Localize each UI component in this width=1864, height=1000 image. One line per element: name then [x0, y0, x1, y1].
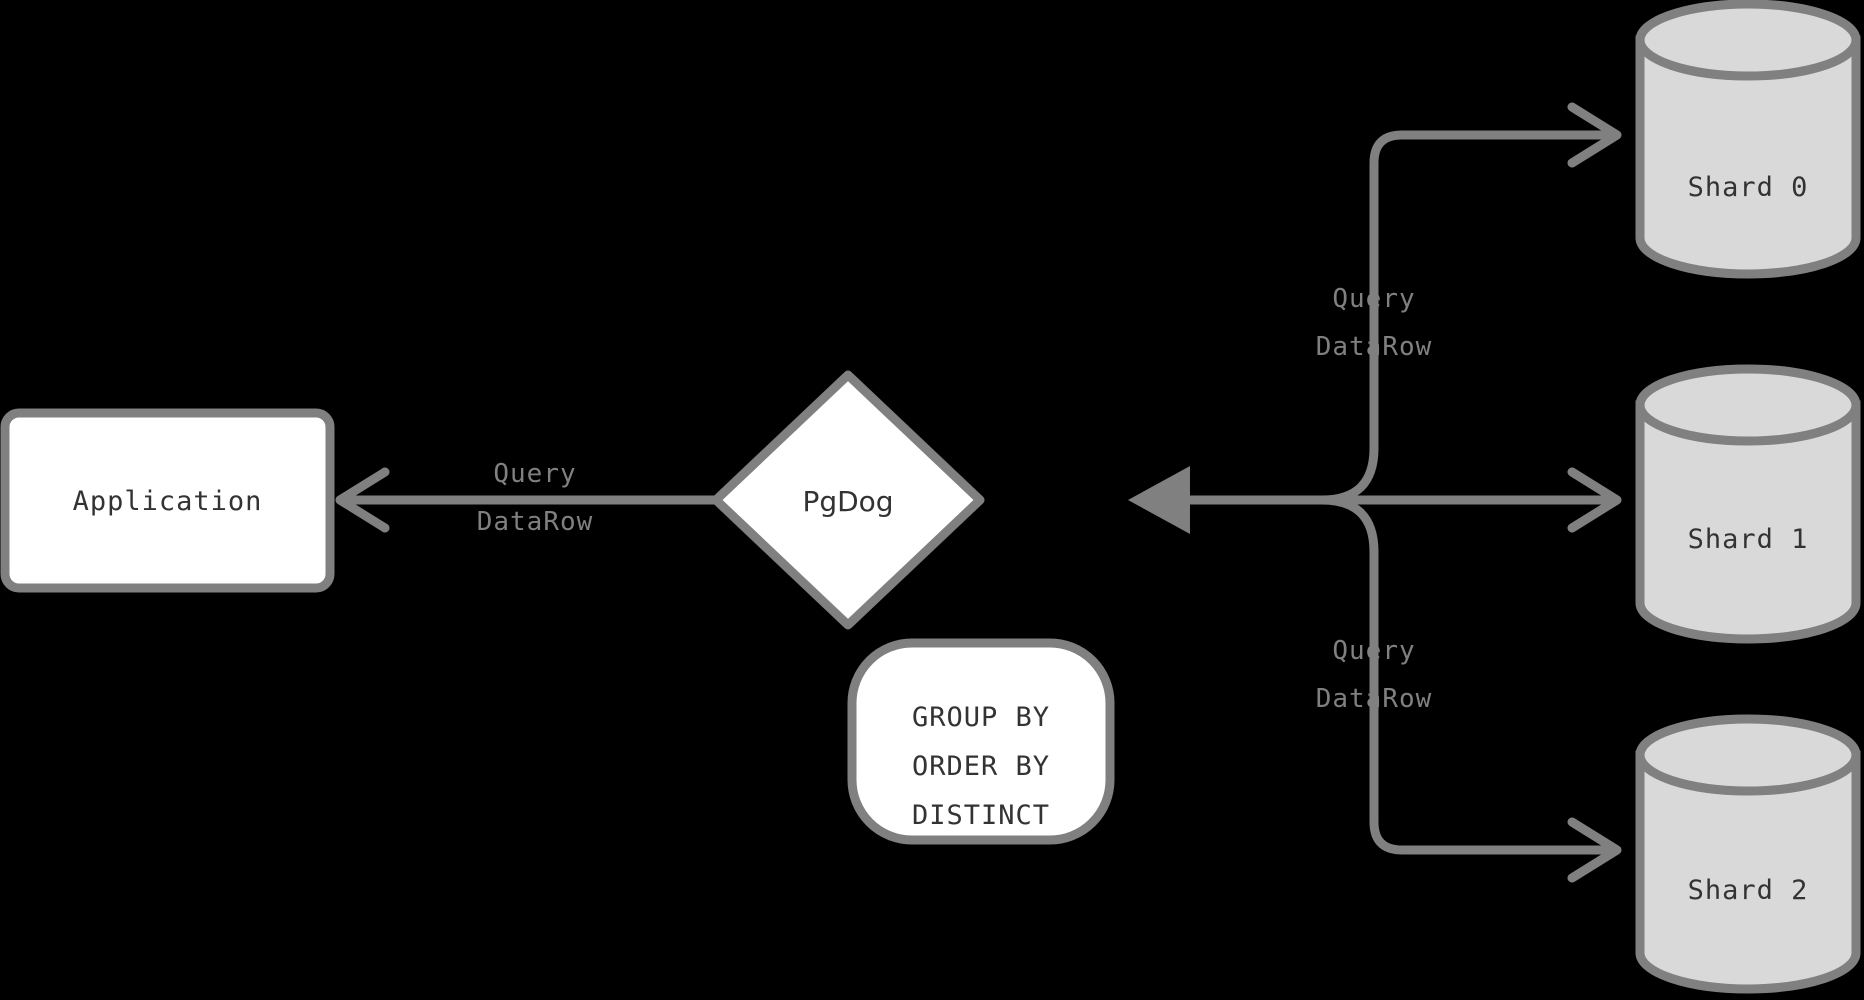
- node-shard1[interactable]: [1635, 364, 1861, 644]
- edge-label-app-pgdog-line-2: DataRow: [476, 507, 594, 537]
- edge-pgdog-to-shard1: [1374, 467, 1622, 533]
- node-shard2[interactable]: [1635, 714, 1861, 994]
- node-pgdog[interactable]: [711, 370, 985, 630]
- operations-line-2: ORDER BY: [911, 751, 1051, 782]
- edge-pgdog-to-shard2: [1369, 725, 1622, 883]
- node-shard0[interactable]: [1635, 0, 1861, 279]
- edge-label-shards-top-line-2: DataRow: [1315, 332, 1433, 362]
- node-application[interactable]: [0, 408, 335, 593]
- operations-line-3: DISTINCT: [911, 800, 1051, 831]
- edge-label-shards-top-line-1: Query: [1332, 284, 1416, 314]
- edge-shards-to-pgdog: [1128, 265, 1380, 735]
- edge-pgdog-to-shard0: [1369, 102, 1622, 275]
- edge-label-app-pgdog-line-1: Query: [493, 459, 577, 489]
- node-operations[interactable]: [847, 638, 1115, 845]
- operations-line-1: GROUP BY: [911, 702, 1051, 733]
- edge-label-shards-bottom-line-1: Query: [1332, 636, 1416, 666]
- edge-label-shards-bottom-line-2: DataRow: [1315, 684, 1433, 714]
